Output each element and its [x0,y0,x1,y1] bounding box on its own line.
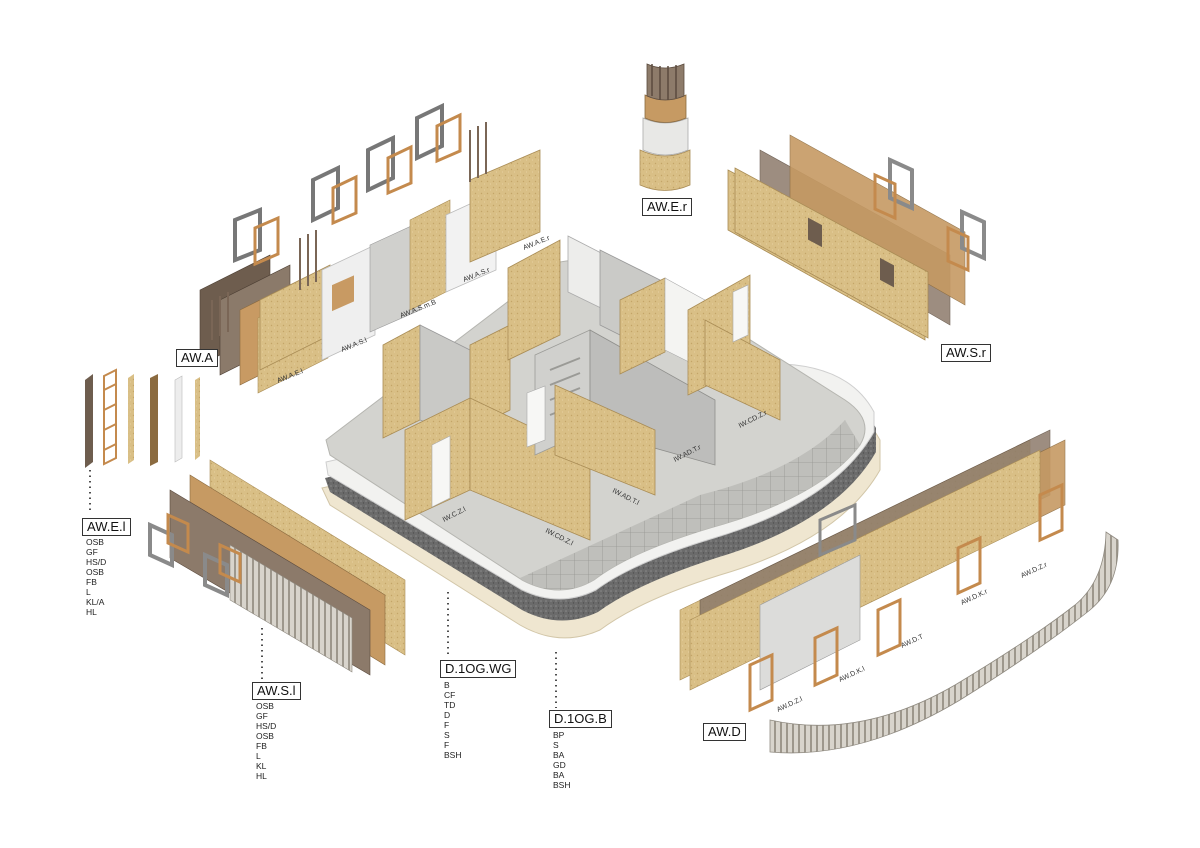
layer-item: BP [553,730,565,740]
layer-item: KL/A [86,597,105,607]
aw-e-r-exploded-wall [639,63,691,191]
label-d-1og-wg: D.1OG.WG [440,660,517,678]
layer-item: B [444,680,450,690]
layer-item: D [444,710,451,720]
layer-item: L [86,587,91,597]
layer-item: HS/D [86,557,107,567]
label-aw-e-r: AW.E.r [642,198,692,216]
wall-label-aw-d-t: AW.D.T [900,633,925,650]
layer-item: HS/D [256,721,277,731]
layer-item: L [256,751,261,761]
layer-item: OSB [256,701,274,711]
layer-item: FB [86,577,97,587]
layer-item: BA [553,770,565,780]
wall-label-aw-d-z-r: AW.D.Z.r [1020,561,1049,580]
layer-item: GD [553,760,566,770]
layer-item: S [553,740,559,750]
layer-item: FB [256,741,267,751]
label-d-1og-b: D.1OG.B [549,710,612,728]
layer-item: OSB [86,567,104,577]
layer-item: HL [86,607,97,617]
layer-item: TD [444,700,456,710]
layer-item: BSH [444,750,462,760]
layers-aw-e-l: OSB GF HS/D OSB FB L KL/A HL [86,537,106,617]
wall-label-aw-d-z-l: AW.D.Z.l [776,696,804,714]
interior-walls [382,235,781,541]
aw-s-r-exploded-wall [727,134,986,341]
terrace-tiles [520,420,860,590]
layer-item: OSB [256,731,274,741]
label-aw-d: AW.D [703,723,746,741]
layer-item: KL [256,761,267,771]
aw-s-l-exploded-wall [148,459,406,676]
label-aw-s-r: AW.S.r [941,344,991,362]
label-aw-s-l: AW.S.l [252,682,301,700]
label-aw-a: AW.A [176,349,219,367]
layer-item: F [444,740,450,750]
layer-item: BSH [553,780,571,790]
layers-d-1og-wg: B CF TD D F S F BSH [444,680,461,760]
label-aw-e-l: AW.E.l [82,518,131,536]
wall-label-aw-d-k-l: AW.D.K.l [838,666,867,684]
aw-e-l-exploded-wall [85,368,200,468]
layer-item: OSB [86,537,104,547]
layer-item: F [444,720,450,730]
layer-item: GF [86,547,98,557]
layer-item: GF [256,711,268,721]
curved-railing [769,531,1119,754]
layers-d-1og-b: BP S BA GD BA BSH [553,730,570,790]
aw-a-exploded-wall [199,102,541,394]
aw-d-exploded-wall [679,429,1066,713]
layer-item: HL [256,771,267,781]
layer-item: S [444,730,450,740]
leader-lines [89,470,557,708]
layer-item: CF [444,690,456,700]
layers-aw-s-l: OSB GF HS/D OSB FB L KL HL [256,701,276,781]
layer-item: BA [553,750,565,760]
